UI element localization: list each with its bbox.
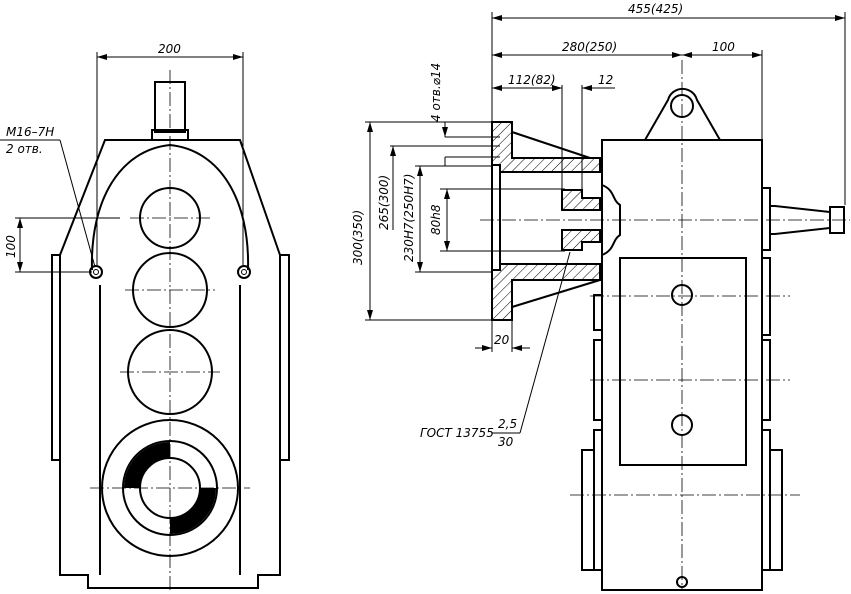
width-dim-label: 200 [158,42,181,56]
shaft-dia-label: 80h8 [429,204,443,235]
holes-label: 4 отв.⌀14 [429,63,443,122]
body-length-label: 280(250) [562,40,617,54]
side-view: 455(425) 280(250) 100 112(82) 12 300(350… [351,2,850,591]
bolt-circle-label: 265(300) [377,175,391,230]
flange-thickness-label: 20 [494,333,510,347]
flange-offset-label: 112(82) [508,73,556,87]
overall-length-label: 455(425) [628,2,683,16]
shaft-length-label: 100 [712,40,735,54]
front-view: 200 100 M16–7H 2 отв. [0,42,290,590]
flange-outer-label: 300(350) [351,210,365,265]
hole-spacing-label: 100 [4,235,18,258]
spline-offset-label: 12 [598,73,613,87]
spigot-label: 230H7(250H7) [402,174,416,263]
thread-count-label: 2 отв. [6,142,43,156]
standard-label: ГОСТ 13755 [420,426,494,440]
module-label: 2,5 [498,417,517,431]
teeth-label: 30 [498,435,514,449]
thread-label: M16–7H [6,125,54,139]
